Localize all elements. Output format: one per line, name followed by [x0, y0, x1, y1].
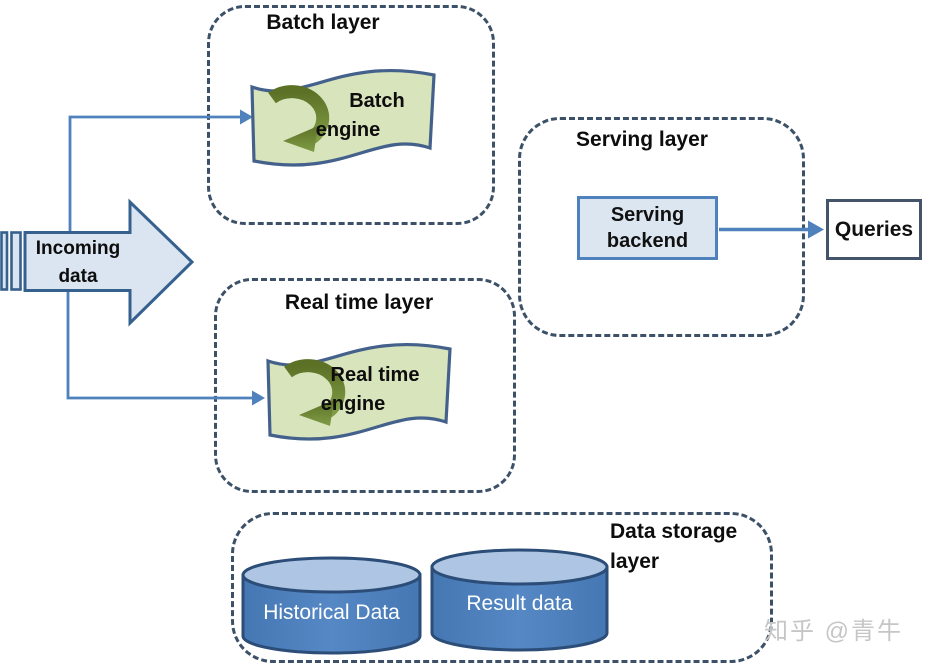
serving-layer-box [518, 117, 805, 337]
connector-to-batch-engine [68, 109, 253, 231]
incoming-data-line1: Incoming [35, 238, 121, 259]
batch-engine-shape [250, 69, 436, 167]
realtime-engine-label-line1: Real time [330, 364, 420, 386]
connector-to-realtime-engine [66, 291, 265, 406]
storage-title-line1: Data storage [610, 520, 738, 543]
queries-label: Queries [834, 217, 914, 241]
connector-backend-to-queries [719, 220, 824, 239]
queries-node: Queries [826, 199, 922, 260]
serving-layer-title: Serving layer [576, 128, 708, 151]
incoming-data-arrow-shape [0, 198, 195, 327]
watermark: 知乎 @青牛 [764, 618, 904, 645]
real-time-layer-title: Real time layer [284, 291, 434, 314]
incoming-data-line2: data [58, 266, 98, 287]
serving-backend-line1: Serving [610, 204, 685, 226]
batch-layer-box [207, 5, 495, 225]
result-data-cylinder [430, 548, 609, 652]
realtime-engine-label-line2: engine [320, 393, 386, 415]
batch-engine-label-line2: engine [315, 119, 381, 141]
real-time-layer-box [214, 278, 516, 493]
serving-backend-line2: backend [606, 230, 689, 252]
data-storage-layer-box [231, 512, 773, 663]
loop-arrow-icon [268, 85, 330, 152]
historical-data-label: Historical Data [263, 601, 400, 624]
incoming-data-label: Incoming data [22, 235, 134, 291]
storage-title-line2: layer [610, 550, 660, 573]
batch-engine-label-line1: Batch [349, 90, 405, 112]
serving-backend-node: Serving backend [577, 196, 718, 260]
data-storage-layer-title: Data storage layer [610, 517, 770, 577]
result-data-label: Result data [466, 592, 573, 615]
batch-layer-title: Batch layer [266, 11, 380, 34]
historical-data-cylinder [241, 556, 422, 655]
realtime-engine-shape [266, 343, 452, 441]
loop-arrow-icon [284, 359, 346, 426]
